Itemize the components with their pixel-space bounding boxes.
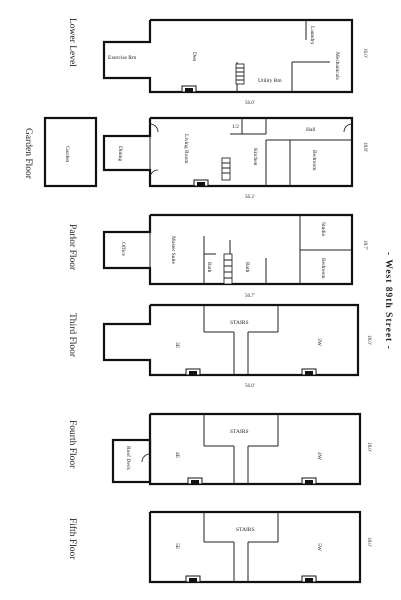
room-3e: 3E bbox=[174, 342, 180, 349]
room-roof-deck: Roof Deck bbox=[125, 446, 132, 470]
room-dining: Dining bbox=[117, 146, 123, 162]
garden-floor-stair bbox=[221, 157, 231, 181]
dim-parlor-width: 56.7' bbox=[245, 294, 255, 299]
room-5e: 5E bbox=[174, 543, 180, 550]
fifth-floor-plan: Fifth Floor STAIRS 5E 5W 18.0' bbox=[67, 510, 371, 584]
room-kitchen: Kitchen bbox=[252, 148, 258, 166]
floor-label-fifth-floor: Fifth Floor bbox=[67, 518, 78, 560]
dim-third-width: 56.0' bbox=[245, 384, 255, 389]
dim-third-depth: 18.0' bbox=[366, 335, 371, 345]
lower-level-stair bbox=[235, 63, 245, 85]
room-living: Living Room bbox=[183, 134, 189, 164]
street-label: - West 89th Street - bbox=[383, 252, 393, 350]
room-mechanicals: Mechanicals bbox=[334, 52, 340, 80]
floor-label-garden-floor: Garden Floor bbox=[23, 128, 33, 180]
dim-lower-depth: 16.0' bbox=[362, 48, 367, 58]
room-hall: Hall bbox=[306, 127, 316, 133]
room-bedroom-garden: Bedroom bbox=[311, 150, 317, 171]
parlor-floor-plan: Parlor Floor Office Master Suite Bath Ba… bbox=[67, 213, 367, 299]
floor-label-parlor-floor: Parlor Floor bbox=[67, 224, 77, 271]
room-master-suite: Master Suite bbox=[170, 236, 176, 265]
room-laundry: Laundry bbox=[309, 26, 315, 45]
parlor-floor-stair bbox=[223, 253, 233, 285]
fifth-floor-outline bbox=[148, 510, 362, 584]
room-utility: Utility Rm bbox=[258, 78, 282, 84]
third-floor-outline bbox=[102, 303, 360, 377]
room-half-bath: 1/2 bbox=[232, 124, 239, 130]
fourth-floor-outline bbox=[148, 412, 362, 486]
roof-deck bbox=[111, 438, 152, 484]
lower-level-outline bbox=[102, 18, 354, 94]
room-4e: 4E bbox=[174, 452, 180, 459]
floor-label-fourth-floor: Fourth Floor bbox=[67, 420, 77, 469]
room-garden: Garden bbox=[64, 146, 70, 162]
fourth-floor-plan: Fourth Floor STAIRS 4E 4W Roof Deck 18.0… bbox=[67, 412, 371, 486]
dim-garden-width: 56.3' bbox=[245, 195, 255, 200]
room-den: Den bbox=[191, 52, 197, 61]
room-stairs-5: STAIRS bbox=[236, 527, 255, 533]
room-stairs-4: STAIRS bbox=[230, 429, 249, 435]
dim-fourth-depth: 18.0' bbox=[366, 442, 371, 452]
third-floor-plan: Third Floor STAIRS 3E 3W 56.0' 18.0' bbox=[67, 303, 371, 389]
room-bath-2: Bath bbox=[244, 262, 250, 273]
floor-label-third-floor: Third Floor bbox=[67, 313, 77, 358]
floor-label-lower-level: Lower Level bbox=[67, 18, 77, 67]
room-studio: Studio bbox=[320, 222, 326, 237]
room-stairs-3: STAIRS bbox=[230, 320, 249, 326]
room-bath-1: Bath bbox=[206, 262, 212, 273]
lower-level-plan: Lower Level Exercise Rm Den Utility Rm L… bbox=[67, 18, 367, 106]
dim-parlor-depth: 18.7' bbox=[362, 240, 367, 250]
dim-garden-depth: 18.8' bbox=[362, 142, 367, 152]
garden-area bbox=[43, 116, 98, 188]
room-5w: 5W bbox=[316, 543, 322, 552]
room-office: Office bbox=[120, 242, 127, 257]
room-3w: 3W bbox=[316, 338, 322, 347]
dim-lower-width: 56.0' bbox=[245, 101, 255, 106]
room-4w: 4W bbox=[316, 452, 322, 461]
room-bedroom-parlor: Bedroom bbox=[320, 258, 326, 279]
room-exercise: Exercise Rm bbox=[108, 55, 137, 61]
garden-floor-plan: Garden Floor Garden Dining Living Room K… bbox=[23, 116, 367, 200]
dim-fifth-depth: 18.0' bbox=[366, 537, 371, 547]
